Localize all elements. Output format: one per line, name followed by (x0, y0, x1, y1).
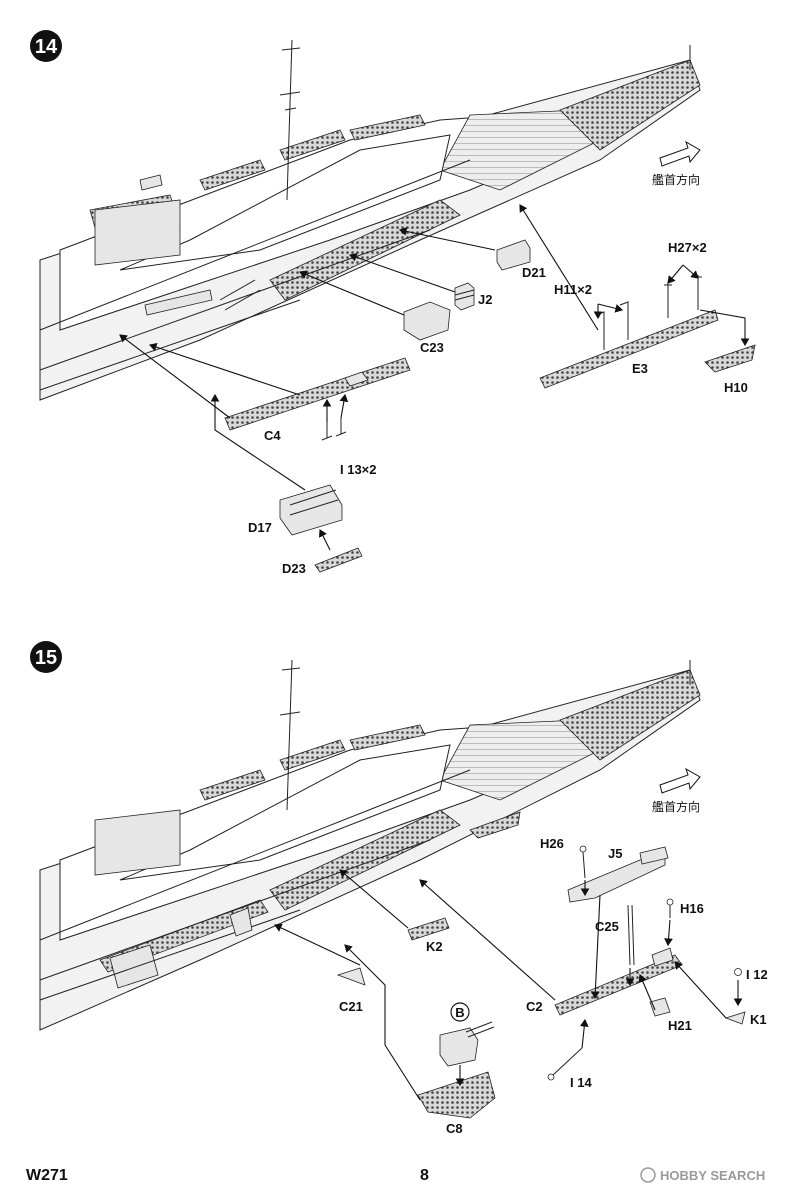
part-h21-drawing (649, 997, 671, 1017)
step-15-number: 15 (35, 647, 57, 669)
b-marker-letter: B (455, 1005, 464, 1020)
part-label-h21: H21 (668, 1018, 692, 1033)
page-number: 8 (420, 1167, 429, 1184)
part-label-k1: K1 (750, 1012, 767, 1027)
part-d17-drawing (279, 484, 343, 536)
part-label-d23: D23 (282, 561, 306, 576)
part-label-d17: D17 (248, 520, 272, 535)
kit-code: W271 (26, 1167, 68, 1184)
ship-hull-step-15 (39, 659, 701, 1031)
part-i14-drawing (547, 1047, 583, 1081)
part-h16-drawing (666, 898, 674, 918)
part-label-j5: J5 (608, 846, 622, 861)
part-j5-drawing (567, 846, 669, 903)
watermark: HOBBY SEARCH (640, 1167, 765, 1183)
part-label-h26: H26 (540, 836, 564, 851)
assembly-arrows-step-15 (274, 869, 743, 1101)
part-c21-drawing (336, 967, 366, 986)
part-label-h27: H27×2 (668, 240, 707, 255)
part-c8-drawing (417, 1071, 496, 1119)
part-label-h11: H11×2 (554, 282, 592, 297)
bow-direction-label-step-15: 艦首方向 (652, 799, 700, 814)
part-i12-drawing (734, 968, 742, 976)
part-e3-drawing (539, 309, 719, 389)
part-h10-drawing (704, 344, 756, 373)
part-label-i12: I 12 (746, 967, 768, 982)
step-14: 14 (30, 30, 756, 576)
step-15: 15 (30, 641, 768, 1136)
ship-hull-step-14 (39, 39, 701, 401)
turret-b-drawing (439, 1021, 495, 1067)
part-label-c2: C2 (526, 999, 543, 1014)
part-label-i14: I 14 (570, 1075, 592, 1090)
b-marker: B (450, 1002, 470, 1022)
part-c23-drawing (403, 301, 451, 341)
step-14-badge: 14 (30, 30, 62, 62)
part-i13-drawing (321, 418, 347, 441)
bow-direction-arrow-step-14: 艦首方向 (652, 140, 701, 187)
part-k2-drawing (407, 917, 450, 941)
part-label-d21: D21 (522, 265, 546, 280)
part-label-h10: H10 (724, 380, 748, 395)
step-14-number: 14 (35, 36, 58, 58)
part-label-c4: C4 (264, 428, 281, 443)
part-label-c25: C25 (595, 919, 619, 934)
part-label-e3: E3 (632, 361, 648, 376)
watermark-text: HOBBY SEARCH (660, 1168, 765, 1183)
watermark-logo-icon (640, 1167, 656, 1183)
part-h26-drawing (579, 845, 587, 879)
part-label-c21: C21 (339, 999, 363, 1014)
part-label-k2: K2 (426, 939, 443, 954)
part-label-c8: C8 (446, 1121, 463, 1136)
part-d23-drawing (314, 547, 363, 573)
part-j2-drawing (454, 282, 475, 311)
part-label-j2: J2 (478, 292, 492, 307)
part-c4-drawing (224, 357, 411, 431)
bow-direction-label-step-14: 艦首方向 (652, 172, 700, 187)
part-c25-drawing (627, 904, 635, 966)
part-d21-drawing (496, 239, 531, 271)
part-label-h16: H16 (680, 901, 704, 916)
bow-direction-arrow-step-15: 艦首方向 (652, 767, 701, 814)
part-label-i13: I 13×2 (340, 462, 377, 477)
step-15-badge: 15 (30, 641, 62, 673)
assembly-arrows-step-14 (119, 204, 750, 551)
part-k1-drawing (724, 1011, 746, 1025)
page-footer: W271 8 HOBBY SEARCH (26, 1167, 765, 1184)
part-label-c23: C23 (420, 340, 444, 355)
part-h11-drawing (595, 301, 629, 350)
